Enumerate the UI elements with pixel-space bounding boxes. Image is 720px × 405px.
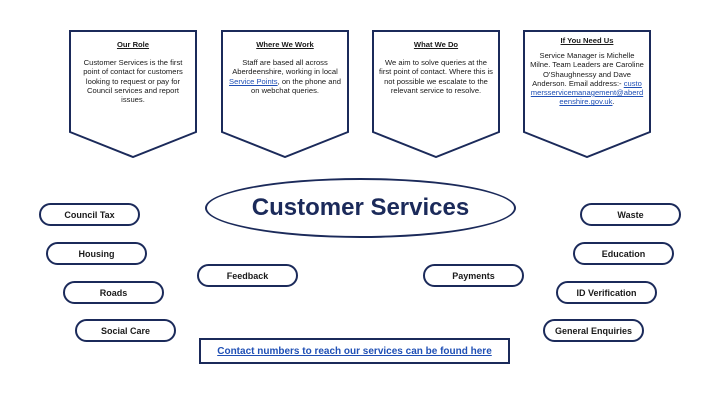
banner-shape bbox=[69, 30, 197, 158]
banner-heading: What We Do bbox=[413, 40, 459, 49]
banner-our-role: Our Role Customer Services is the first … bbox=[69, 30, 197, 158]
service-housing[interactable]: Housing bbox=[46, 242, 147, 265]
banner-body-post: , on the phone and on webchat queries. bbox=[251, 76, 341, 95]
service-social-care[interactable]: Social Care bbox=[75, 319, 176, 342]
banner-body: Customer Services is the first point of … bbox=[83, 58, 183, 105]
email-link[interactable]: customersservicemanagement@aberdeenshire… bbox=[530, 78, 644, 107]
banner-body-pre: Staff are based all across Aberdeenshire… bbox=[232, 58, 338, 77]
banner-what-we-do: What We Do We aim to solve queries at th… bbox=[372, 30, 500, 158]
banner-body: We aim to solve queries at the first poi… bbox=[379, 58, 493, 95]
banner-shape bbox=[221, 30, 349, 158]
service-waste[interactable]: Waste bbox=[580, 203, 681, 226]
banner-heading: Where We Work bbox=[256, 40, 314, 49]
banner-heading: If You Need Us bbox=[560, 36, 614, 45]
banner-where-we-work: Where We Work Staff are based all across… bbox=[221, 30, 349, 158]
service-id-verification[interactable]: ID Verification bbox=[556, 281, 657, 304]
banner-if-you-need-us: If You Need Us Service Manager is Michel… bbox=[523, 30, 651, 158]
service-education[interactable]: Education bbox=[573, 242, 674, 265]
banner-shape bbox=[523, 30, 651, 158]
banner-body-post: . bbox=[612, 97, 615, 107]
customer-services-hub: Customer Services bbox=[205, 178, 516, 238]
contact-numbers-box: Contact numbers to reach our services ca… bbox=[199, 338, 510, 364]
service-council-tax[interactable]: Council Tax bbox=[39, 203, 140, 226]
center-title: Customer Services bbox=[251, 194, 470, 221]
service-roads[interactable]: Roads bbox=[63, 281, 164, 304]
service-points-link[interactable]: Service Points bbox=[229, 76, 278, 86]
banner-shape bbox=[372, 30, 500, 158]
service-general-enquiries[interactable]: General Enquiries bbox=[543, 319, 644, 342]
banner-body: Service Manager is Michelle Milne. Team … bbox=[530, 51, 644, 88]
contact-numbers-link[interactable]: Contact numbers to reach our services ca… bbox=[217, 345, 492, 357]
service-feedback[interactable]: Feedback bbox=[197, 264, 298, 287]
service-payments[interactable]: Payments bbox=[423, 264, 524, 287]
banner-heading: Our Role bbox=[116, 40, 150, 49]
